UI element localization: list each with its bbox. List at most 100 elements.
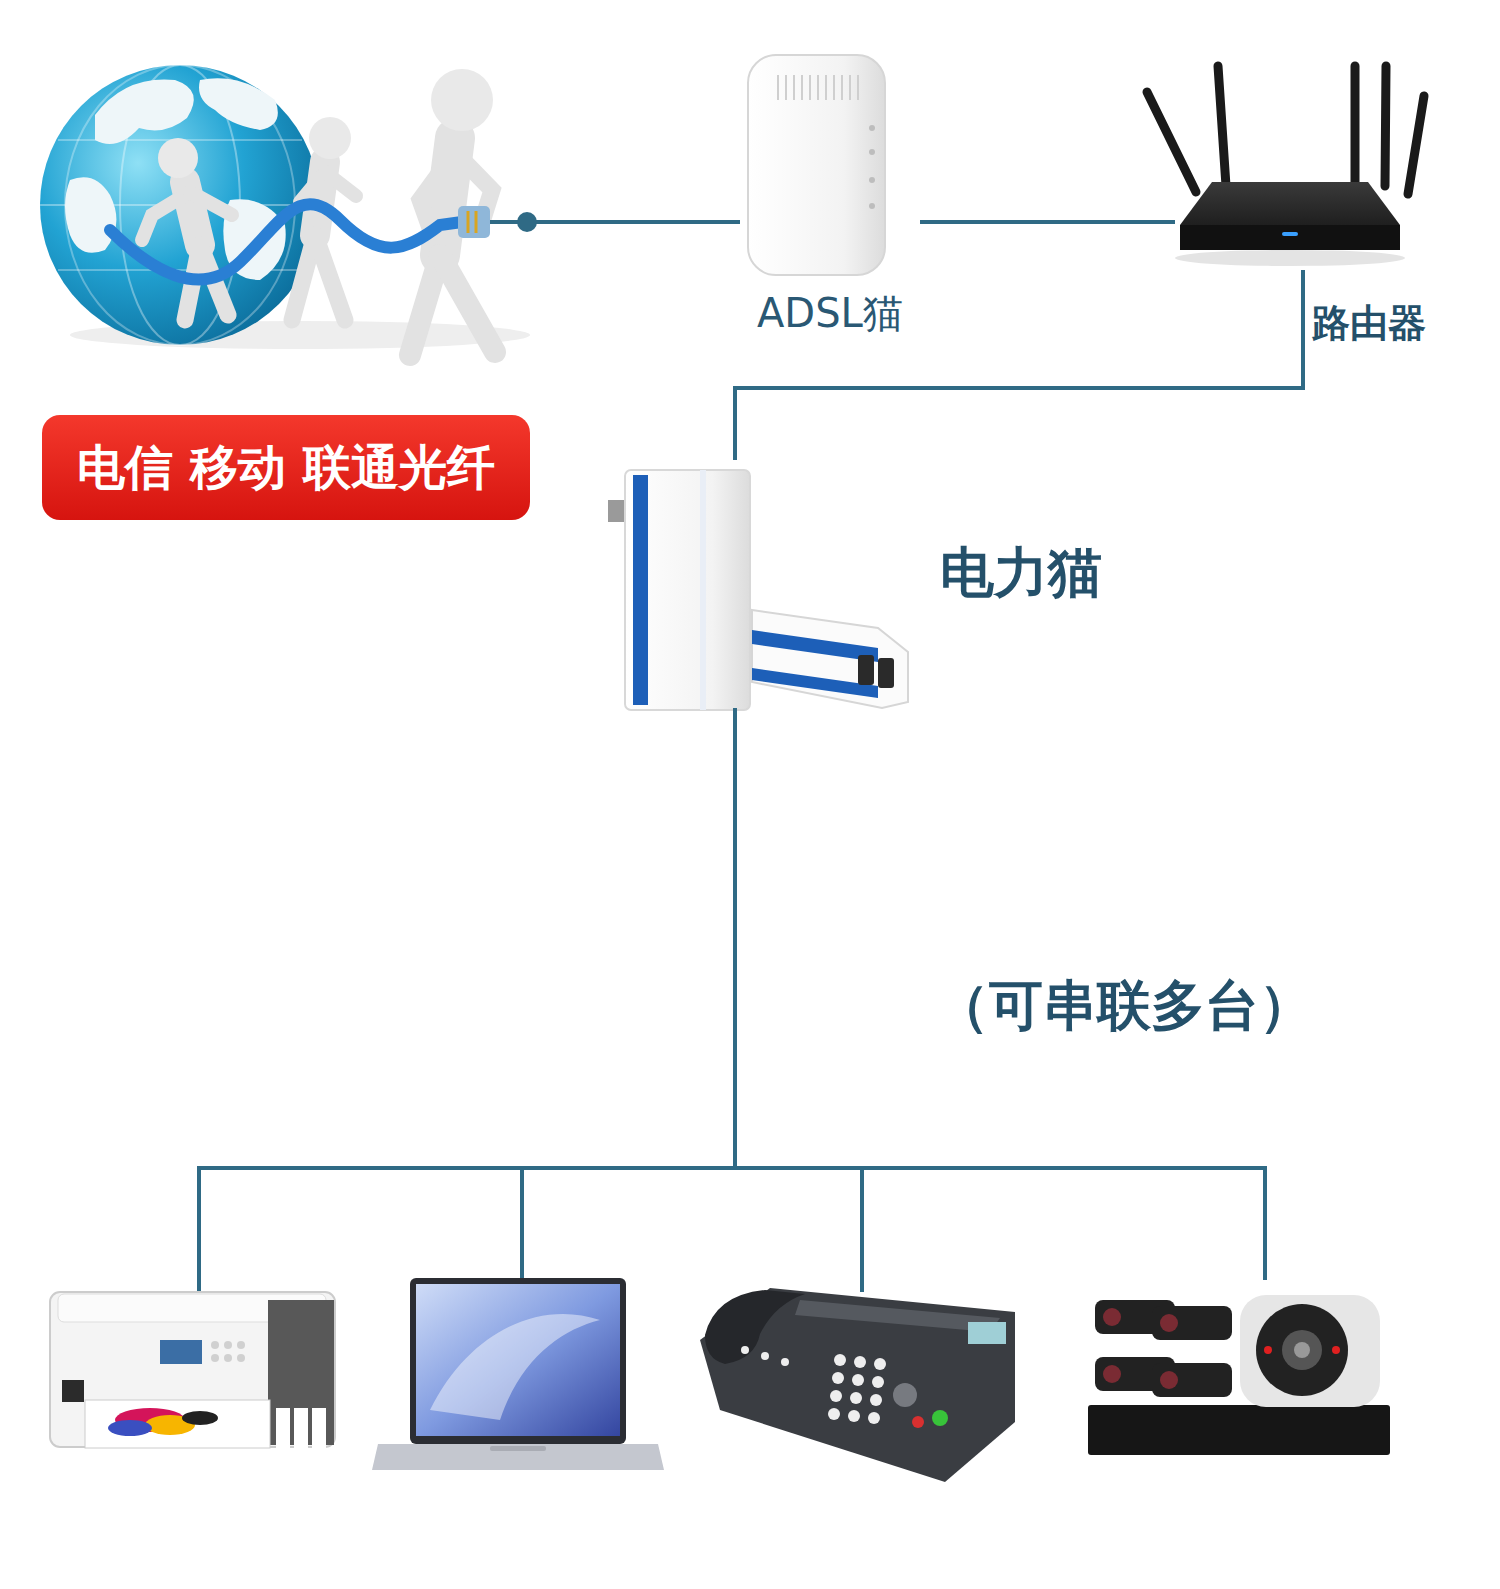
adsl-modem-part (869, 125, 875, 209)
connector (920, 220, 1175, 224)
powerline-adapter-part (633, 475, 648, 705)
router-part (1175, 250, 1405, 266)
adsl-modem-part (748, 55, 885, 275)
printer-part-part (237, 1341, 245, 1349)
powerline-adapter-part (878, 658, 894, 688)
router-part (1301, 270, 1305, 358)
printer-part (85, 1400, 270, 1448)
fax-machine-part-part (868, 1412, 880, 1424)
router-part-part (1147, 92, 1196, 192)
printer-part (182, 1411, 218, 1425)
adsl-modem-part-part (809, 75, 811, 100)
connector (534, 220, 740, 224)
powerline-adapter-part (858, 655, 874, 685)
printer-part-part (224, 1341, 232, 1349)
camera-set-part (1160, 1371, 1178, 1389)
adsl-modem (748, 55, 885, 275)
globe-illustration-part-part (325, 172, 356, 196)
globe-illustration-part (95, 79, 194, 144)
adsl-modem-part-part (825, 75, 827, 100)
wire-part (197, 1166, 201, 1292)
wire-part (520, 1166, 524, 1278)
printer-part (50, 1292, 335, 1447)
wire-part (1263, 1166, 1267, 1280)
fax-machine-part (700, 1288, 1015, 1482)
camera-set-part (1282, 1330, 1322, 1370)
globe-illustration-part-part (420, 152, 455, 228)
fax-machine-part-part (832, 1372, 844, 1384)
printer-part-part (211, 1341, 219, 1349)
network-badge: 电信 移动 联通光纤 (42, 415, 530, 520)
fax-machine-part-part (830, 1390, 842, 1402)
laptop-part (430, 1314, 600, 1420)
adsl-modem-part-part (777, 75, 779, 100)
adsl-modem-part-part (857, 75, 859, 100)
fax-machine-part-part (872, 1376, 884, 1388)
device-node: 路由器 (1175, 55, 1445, 355)
fax-machine-part (968, 1322, 1006, 1344)
printer-part (294, 1408, 308, 1448)
camera-set-part (1152, 1306, 1232, 1340)
printer-part-part (237, 1354, 245, 1362)
globe-illustration-part (142, 69, 495, 355)
camera-set-part (1103, 1365, 1121, 1383)
globe-illustration-part-part (158, 138, 198, 178)
globe-illustration-part (65, 65, 295, 345)
adsl-modem-part-part (793, 75, 795, 100)
laptop-part (490, 1446, 546, 1451)
camera-set-part (1088, 1405, 1390, 1455)
device-node: 电信 移动 联通光纤 (40, 60, 534, 525)
laptop-part (416, 1284, 620, 1436)
powerline-adapter-part (700, 470, 706, 710)
fax-machine-part (741, 1346, 886, 1424)
powerline-adapter-part (625, 470, 750, 710)
fax-machine-part-part (870, 1394, 882, 1406)
camera-set-part (1160, 1314, 1178, 1332)
fax-machine-part (893, 1383, 917, 1407)
adsl-modem-part-part (817, 75, 819, 100)
device-label: ADSL猫 (757, 290, 903, 336)
globe-illustration-part-part (190, 192, 232, 215)
globe-illustration-part-part (315, 235, 345, 320)
globe-illustration-part (458, 206, 490, 238)
globe-illustration-part (65, 177, 116, 253)
device-label: 路由器 (1312, 302, 1426, 346)
fax-machine-part-part (874, 1358, 886, 1370)
camera-set-part (1332, 1346, 1340, 1354)
router-part-part (1218, 66, 1226, 186)
camera-set-part (1152, 1363, 1232, 1397)
printer (50, 1292, 335, 1448)
fax-machine-part (705, 1290, 805, 1364)
wire-part (860, 1166, 864, 1292)
adsl-modem-part (778, 75, 858, 100)
router-part (1180, 225, 1400, 250)
powerline-adapter (608, 470, 908, 710)
device-node: ADSL猫 (740, 50, 920, 345)
router-part-part (1408, 96, 1424, 194)
adsl-modem-part-part (869, 177, 875, 183)
wire-part (733, 708, 737, 1168)
adsl-modem-part-part (869, 125, 875, 131)
globe-illustration-part (475, 211, 478, 233)
fax-machine-part-part (852, 1374, 864, 1386)
printer-part (160, 1340, 202, 1364)
camera-set-part (1264, 1346, 1272, 1354)
adsl-modem-part-part (801, 75, 803, 100)
laptop (372, 1278, 664, 1470)
router-part-part (1385, 66, 1386, 186)
adsl-modem-part-part (785, 75, 787, 100)
laptop-part (372, 1444, 664, 1470)
globe-illustration (40, 65, 537, 355)
note-label: （可串联多台） (935, 975, 1313, 1037)
printer-part (211, 1341, 245, 1362)
globe-illustration-part-part (142, 192, 190, 240)
printer-part-part (224, 1354, 232, 1362)
globe-illustration-part (467, 211, 470, 233)
fax-machine-part-part (848, 1410, 860, 1422)
wire-part (197, 1166, 1267, 1170)
adsl-modem-part-part (849, 75, 851, 100)
adsl-modem-part-part (869, 203, 875, 209)
router-part-part (1351, 66, 1360, 184)
